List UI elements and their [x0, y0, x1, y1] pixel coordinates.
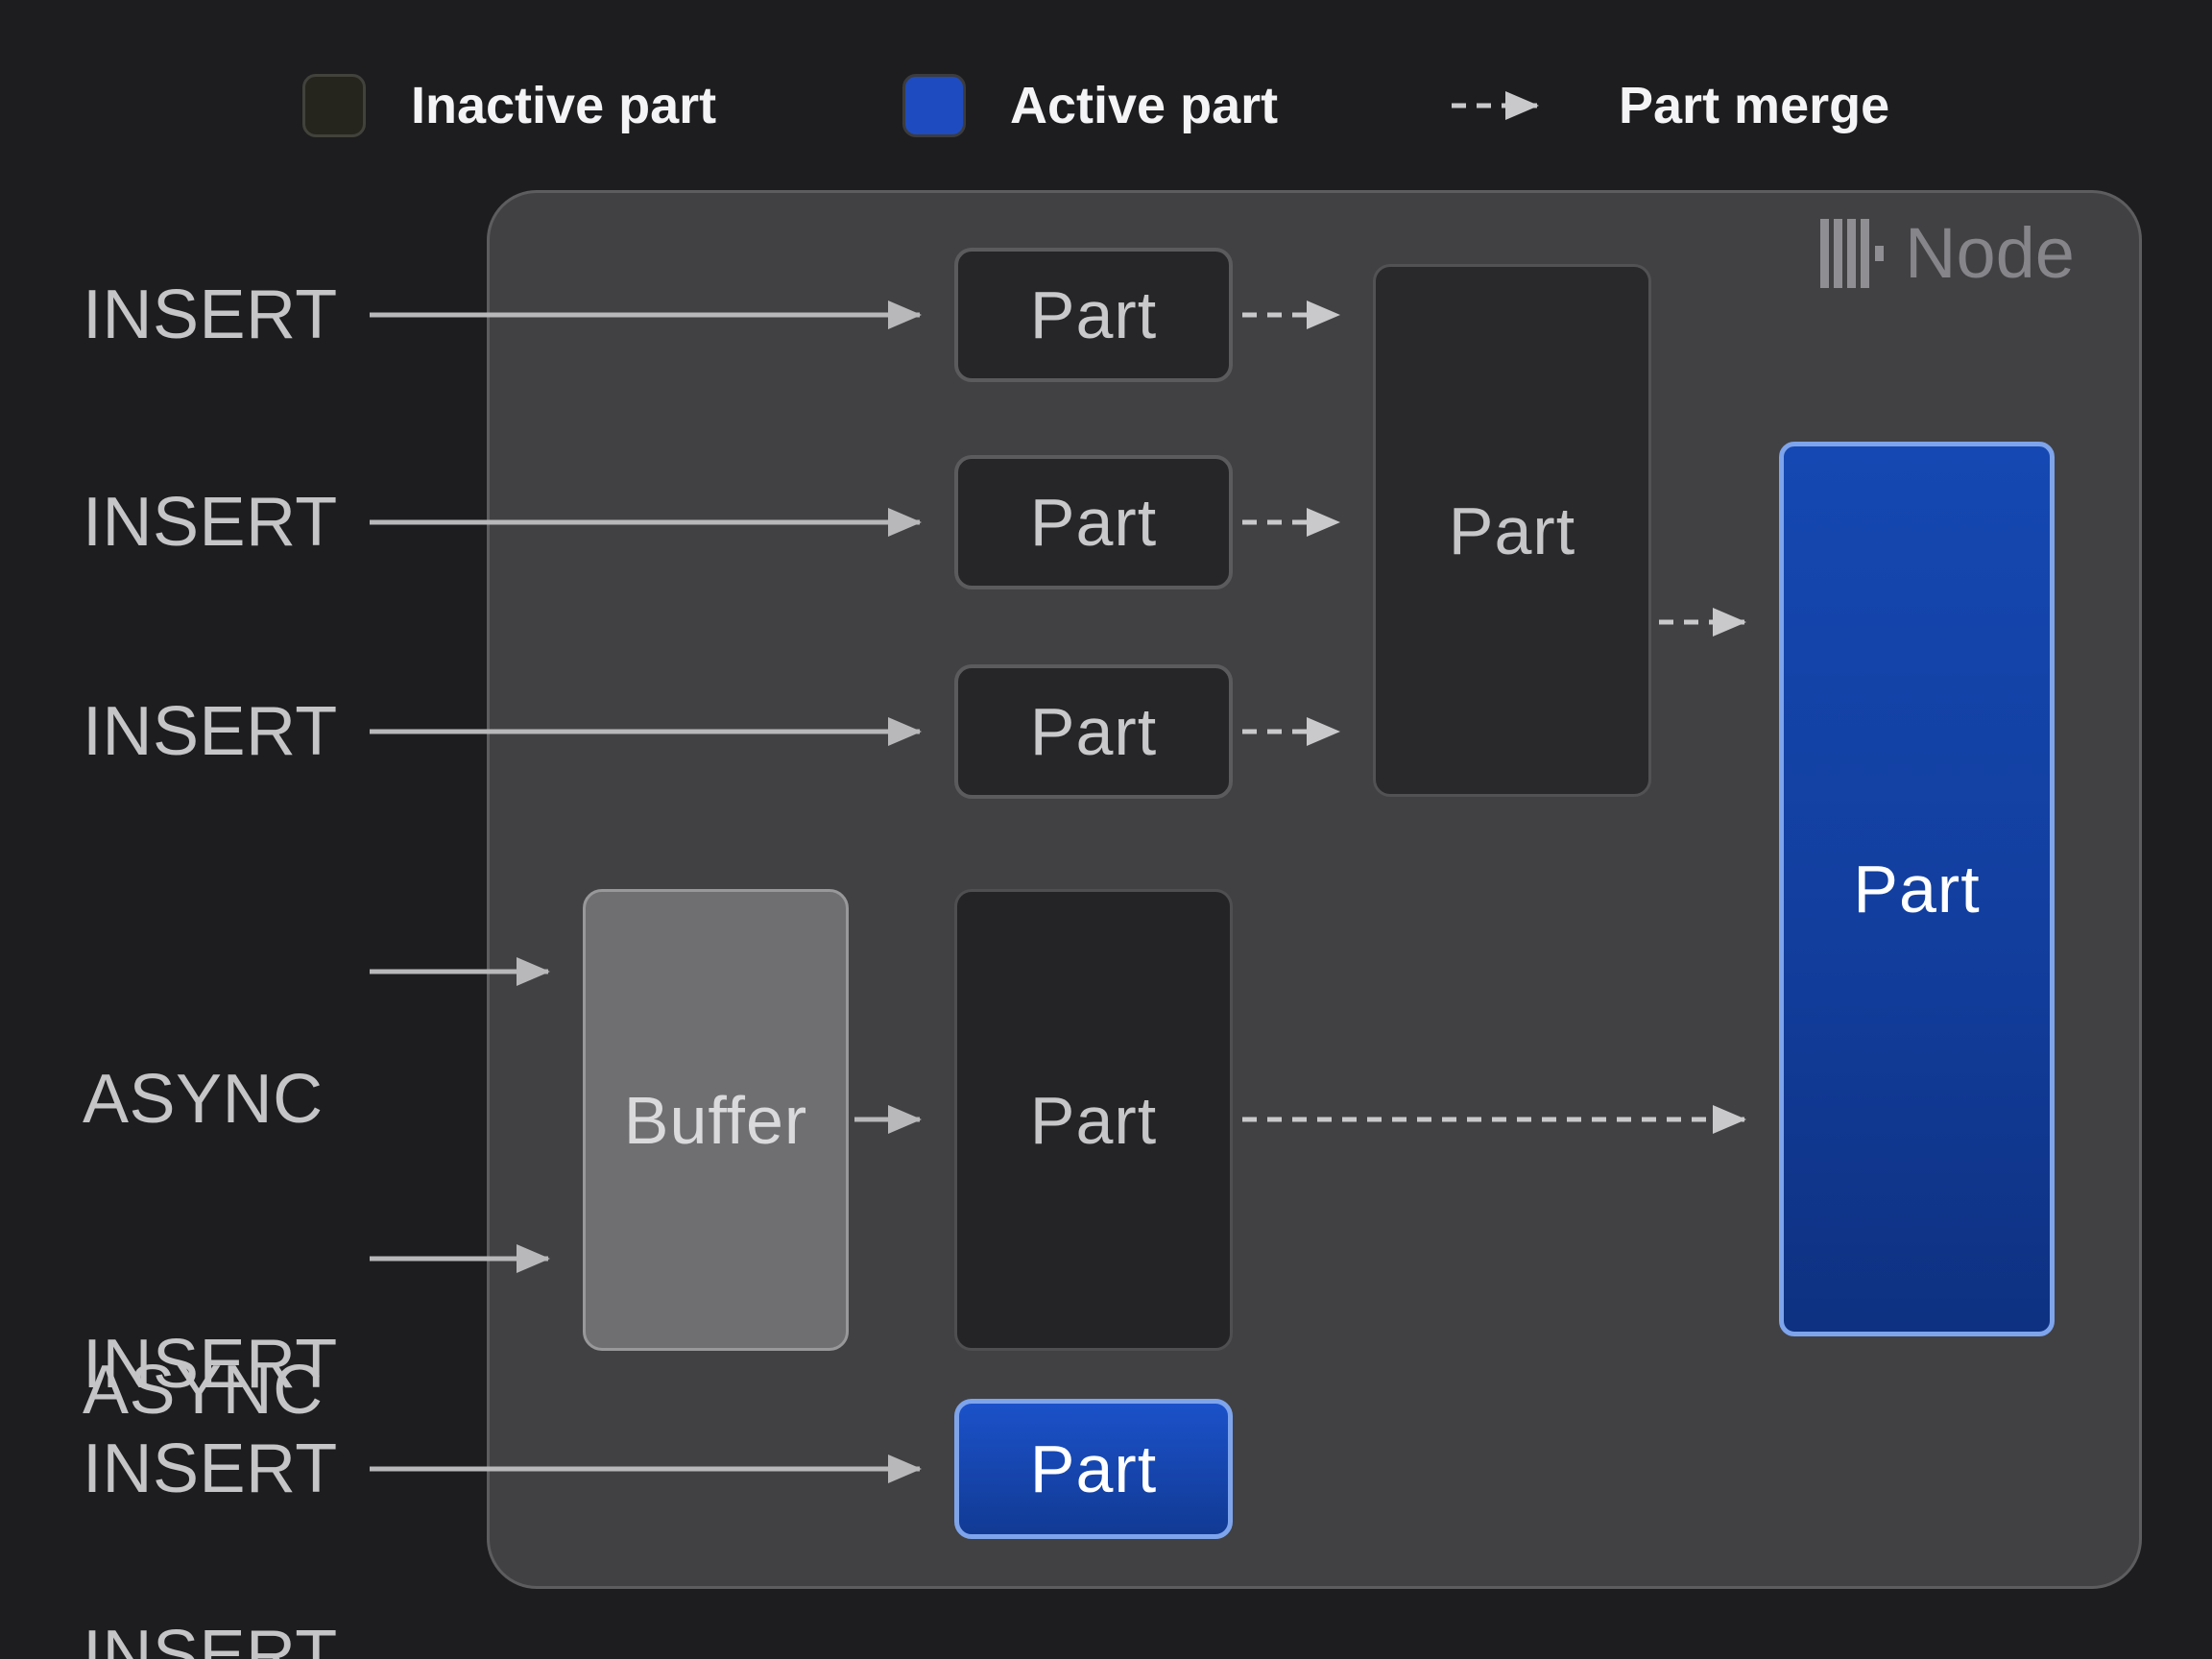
async-insert-label-2: ASYNC INSERT	[83, 1169, 338, 1659]
active-part-box-bottom: Part	[954, 1399, 1233, 1539]
part-label: Part	[1029, 1431, 1158, 1506]
async-insert-line1: ASYNC	[83, 1061, 324, 1138]
inactive-part-box-2: Part	[954, 455, 1233, 589]
legend-inactive-label: Inactive part	[411, 77, 717, 134]
part-label: Part	[1029, 277, 1158, 352]
buffer-box: Buffer	[583, 889, 849, 1351]
part-label: Part	[1029, 485, 1158, 560]
inactive-part-box-3: Part	[954, 664, 1233, 799]
async-insert-label-1: ASYNC INSERT	[83, 878, 338, 1585]
active-part-box-main: Part	[1779, 442, 2055, 1336]
part-label: Part	[1029, 1082, 1158, 1158]
insert-label-4: INSERT	[83, 1431, 338, 1507]
inactive-part-box-1: Part	[954, 248, 1233, 382]
insert-label-2: INSERT	[83, 484, 338, 561]
legend-merge-label: Part merge	[1619, 77, 1890, 134]
inactive-part-swatch	[302, 74, 366, 137]
part-label: Part	[1853, 852, 1981, 926]
part-label: Part	[1029, 694, 1158, 769]
legend-active-label: Active part	[1010, 77, 1279, 134]
node-title: Node	[1820, 215, 2075, 292]
node-title-label: Node	[1905, 213, 2075, 293]
async-insert-line2: INSERT	[83, 1617, 338, 1659]
part-label: Part	[1448, 493, 1576, 568]
async-insert-line1: ASYNC	[83, 1352, 324, 1429]
active-part-swatch	[902, 74, 966, 137]
clickhouse-logo-icon	[1820, 219, 1886, 288]
merged-part-box: Part	[1373, 264, 1651, 797]
insert-label-1: INSERT	[83, 276, 338, 353]
async-part-box: Part	[954, 889, 1233, 1351]
insert-label-3: INSERT	[83, 693, 338, 770]
async-insert-line2: INSERT	[83, 1326, 338, 1403]
buffer-label: Buffer	[623, 1082, 808, 1158]
